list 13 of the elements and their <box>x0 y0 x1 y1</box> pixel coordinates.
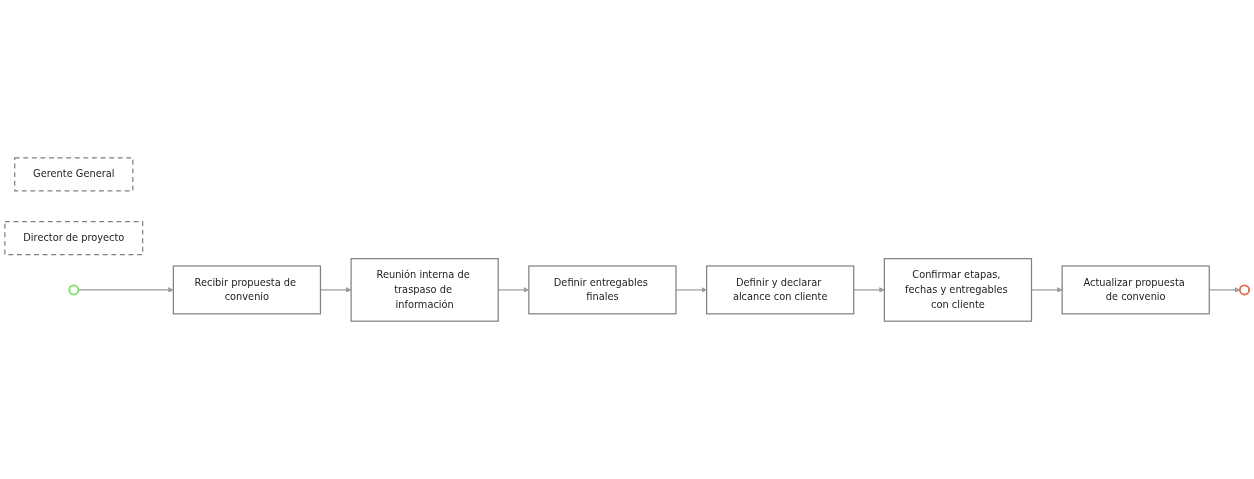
node-box: Definir y declarar alcance con cliente <box>706 265 855 315</box>
node-box: Reunión interna de traspaso de información <box>350 258 499 322</box>
node-box: Gerente General <box>14 157 134 192</box>
arrow <box>77 287 174 293</box>
node-circle <box>1239 284 1250 296</box>
node-box: Definir entregables finales <box>528 265 677 315</box>
node-box: Director de proyecto <box>4 220 144 256</box>
node-box: Actualizar propuesta de convenio <box>1061 265 1210 315</box>
node-box: Confirmar etapas, fechas y entregables con cliente <box>883 258 1033 322</box>
arrow <box>675 287 707 293</box>
arrow <box>853 287 885 293</box>
node-box: Recibir propuesta de convenio <box>172 265 322 315</box>
node-circle <box>68 284 80 296</box>
